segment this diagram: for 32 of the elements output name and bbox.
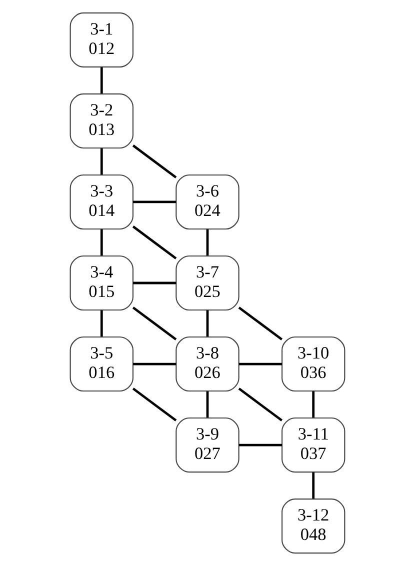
connector: [132, 144, 176, 178]
connector: [238, 362, 282, 366]
node-box: 3-3 014: [69, 174, 133, 230]
node-box: 3-8 026: [175, 336, 239, 392]
node-box: 3-4 015: [69, 255, 133, 311]
connector: [206, 391, 208, 418]
node-box: 3-2 013: [69, 93, 133, 149]
connector: [100, 310, 102, 337]
connector: [132, 282, 176, 284]
connector: [238, 444, 282, 446]
node-box: 3-5 016: [69, 336, 133, 392]
connector: [132, 200, 176, 204]
node-box: 3-10 036: [280, 336, 345, 392]
connector: [312, 391, 314, 418]
node-box: 3-12 048: [280, 498, 345, 554]
connector: [238, 388, 282, 422]
connector: [100, 229, 102, 256]
connector: [132, 226, 176, 260]
connector: [132, 306, 176, 340]
node-box: 3-7 025: [175, 255, 239, 311]
node-box: 3-9 027: [175, 417, 239, 473]
node-box: 3-11 037: [280, 417, 345, 473]
node-box: 3-6 024: [175, 174, 239, 230]
connector: [100, 67, 102, 94]
connector: [206, 229, 208, 256]
node-box: 3-1 012: [69, 12, 133, 68]
connector: [206, 310, 208, 337]
connector: [132, 362, 176, 366]
connector: [238, 306, 282, 340]
connector: [312, 472, 314, 499]
connector: [132, 388, 176, 422]
connector: [100, 148, 102, 174]
